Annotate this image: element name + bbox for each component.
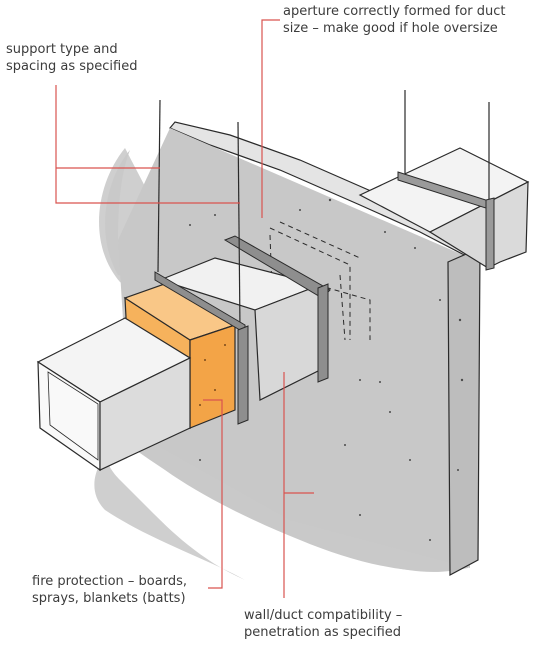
support-annotation: support type and spacing as specified [6, 41, 137, 75]
collar-flange-side [317, 283, 329, 383]
aperture-annotation-line1: aperture correctly formed for duct [283, 4, 506, 19]
support-rod [157, 99, 161, 273]
support-annotation-line1: support type and [6, 42, 118, 57]
fire-protection-annotation: fire protection – boards, sprays, blanke… [32, 573, 187, 607]
wall-duct-annotation-line1: wall/duct compatibility – [244, 608, 403, 623]
leader-wall-duct [283, 372, 314, 598]
aperture-annotation-line2: size – make good if hole oversize [283, 21, 498, 36]
wall-duct-annotation: wall/duct compatibility – penetration as… [244, 607, 402, 641]
aperture-annotation: aperture correctly formed for duct size … [283, 3, 505, 37]
leader-support [55, 85, 240, 204]
support-bracket [485, 197, 495, 271]
duct-upper-side [428, 181, 529, 269]
support-rod [237, 121, 241, 331]
leader-fire [203, 399, 223, 589]
duct-front-side [99, 357, 191, 471]
wall-right-face [447, 247, 481, 576]
support-bracket [237, 325, 249, 425]
concrete-specks [189, 198, 464, 541]
fire-protection-side [189, 324, 236, 429]
duct-front-inner [47, 371, 99, 461]
collar-flange [223, 235, 331, 299]
fire-protection-annotation-line2: sprays, blankets (batts) [32, 591, 186, 606]
fire-protection-annotation-line1: fire protection – boards, [32, 574, 187, 589]
leader-aperture [261, 19, 280, 218]
support-annotation-line2: spacing as specified [6, 59, 138, 74]
wall-duct-annotation-line2: penetration as specified [244, 625, 402, 640]
leader-lines [55, 19, 314, 598]
